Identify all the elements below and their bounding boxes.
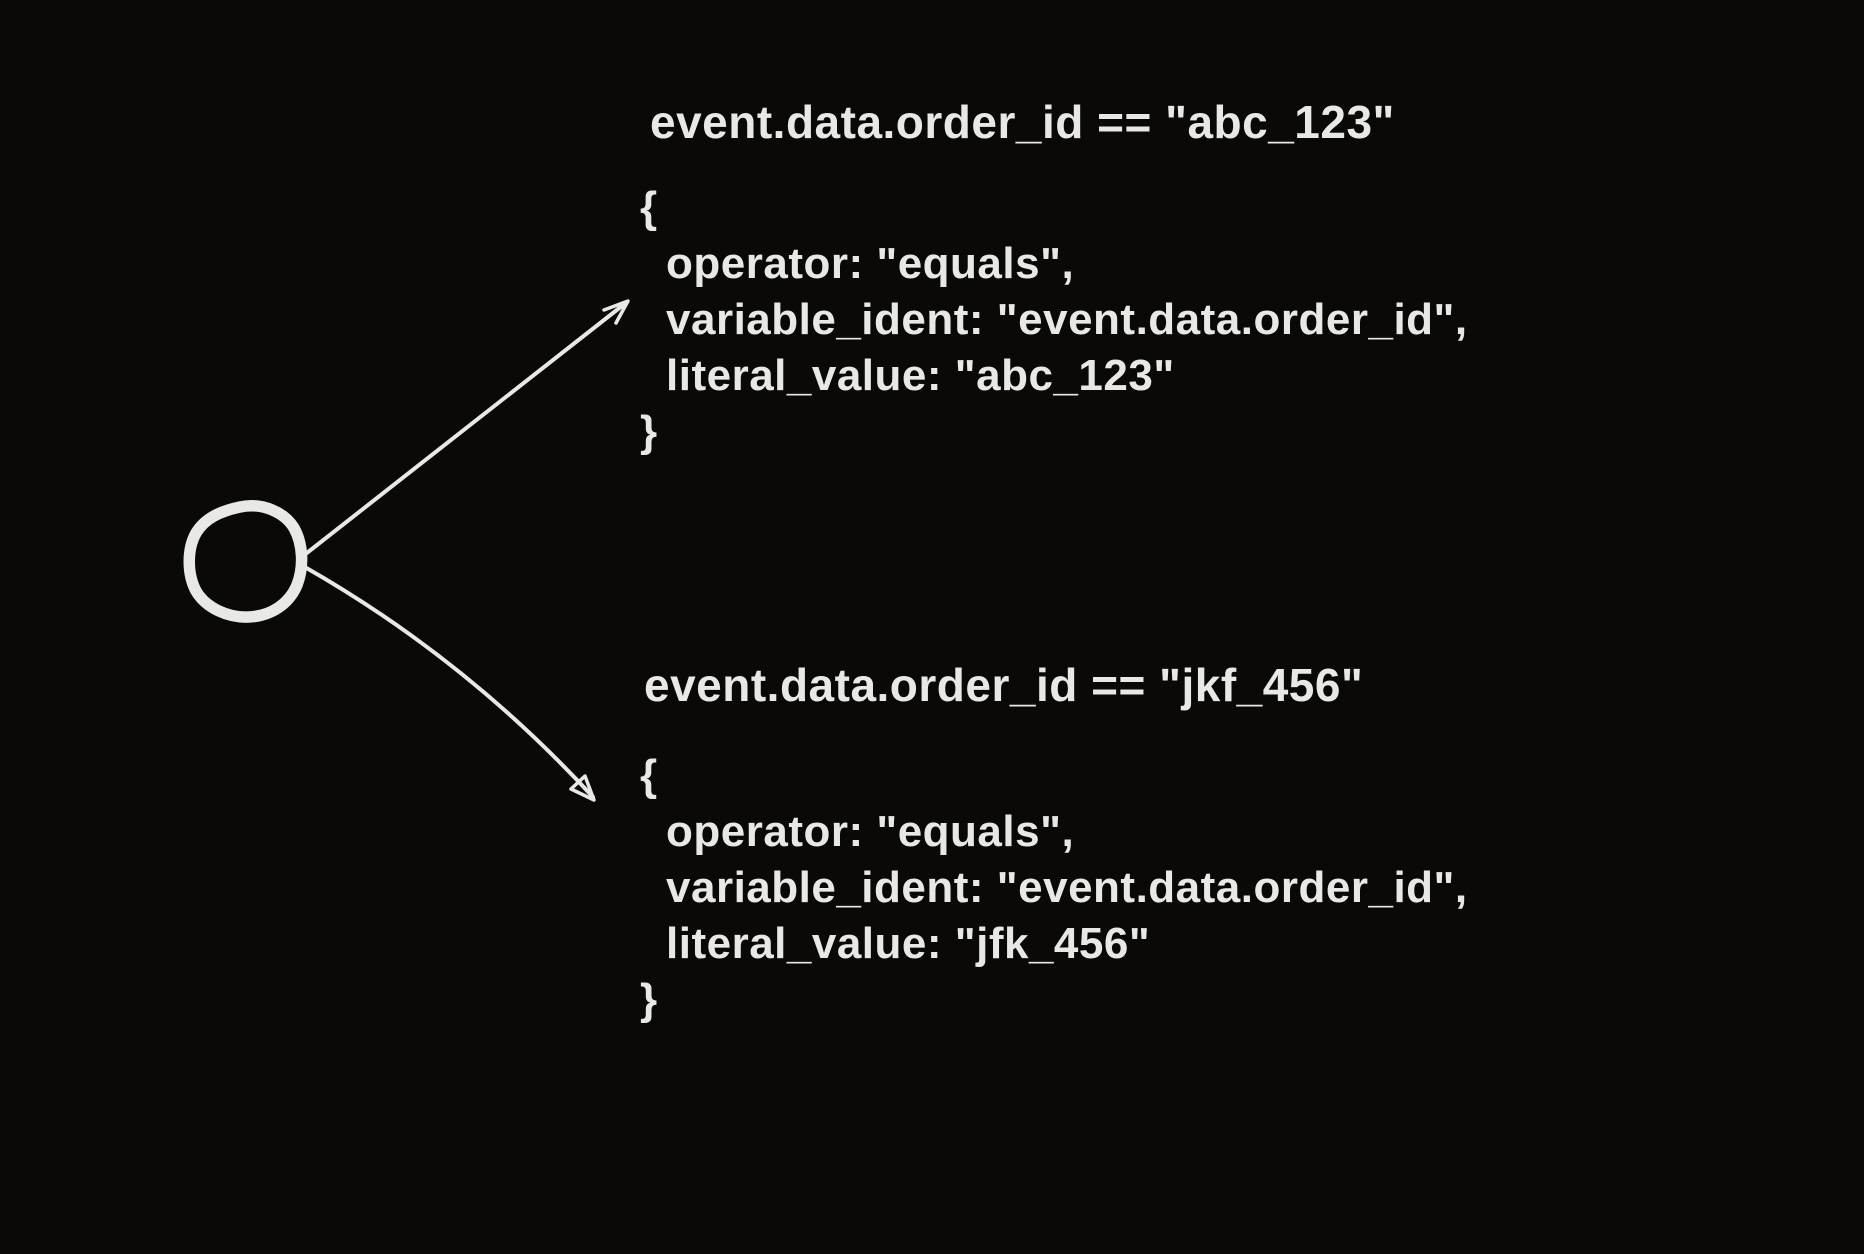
circle-node-icon [183,500,308,623]
branch-condition: event.data.order_id == "abc_123" [650,96,1395,148]
arrow-bottom-icon [301,564,596,802]
code-line: { [640,751,658,800]
code-block: { operator: "equals", variable_ident: "e… [640,748,1468,1028]
code-line: { [640,183,658,232]
code-line: operator: "equals", [666,807,1075,856]
arrow-top-icon [301,299,630,558]
branch-condition: event.data.order_id == "jkf_456" [644,659,1364,711]
code-line: literal_value: "jfk_456" [666,919,1151,968]
code-line: variable_ident: "event.data.order_id", [666,863,1468,912]
code-line: } [640,975,658,1024]
code-line: literal_value: "abc_123" [666,351,1175,400]
code-block: { operator: "equals", variable_ident: "e… [640,180,1468,460]
code-line: operator: "equals", [666,239,1075,288]
code-line: variable_ident: "event.data.order_id", [666,295,1468,344]
code-line: } [640,407,658,456]
